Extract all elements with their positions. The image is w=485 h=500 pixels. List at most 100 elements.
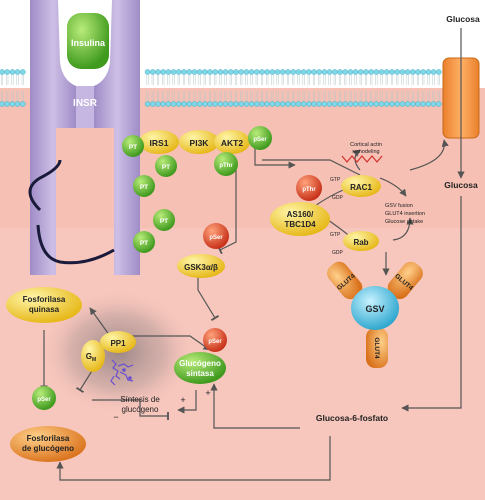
lipid-head: [425, 69, 432, 75]
lipid-tail: [281, 75, 284, 85]
lipid-tail: [162, 75, 165, 85]
gdp-label: GDP: [332, 195, 344, 201]
lipid-head: [285, 69, 291, 75]
lipid-head: [155, 69, 161, 75]
pt-label: PT: [162, 164, 170, 171]
pser-gs-node: [203, 328, 227, 352]
lipid-head: [201, 69, 208, 75]
lipid-head: [394, 101, 401, 107]
as160-label-line2: TBC1D4: [284, 220, 316, 229]
lipid-head: [404, 69, 411, 75]
lipid-head: [165, 69, 172, 75]
cell-membrane: [0, 69, 442, 107]
lipid-head: [222, 69, 229, 75]
pt-label: PT: [160, 218, 168, 225]
glucogeno-sintasa-label-line2: sintasa: [186, 369, 214, 378]
lipid-head: [196, 69, 203, 75]
lipid-tail: [370, 91, 373, 101]
lipid-tail: [281, 91, 284, 101]
lipid-tail: [292, 91, 295, 101]
lipid-head: [404, 101, 411, 107]
lipid-head: [311, 69, 317, 75]
lipid-head: [233, 101, 239, 107]
lipid-tail: [307, 91, 310, 101]
lipid-head: [233, 69, 239, 75]
insulin-receptor: INSR: [28, 0, 140, 275]
fosforilasa-quinasa-label-line1: Fosforilasa: [23, 295, 66, 304]
lipid-head: [238, 101, 244, 107]
lipid-tail: [427, 75, 430, 85]
lipid-head: [191, 69, 198, 75]
lipid-tail: [323, 91, 326, 101]
lipid-head: [290, 69, 297, 75]
pser-akt-node: [248, 126, 272, 150]
lipid-tail: [255, 91, 258, 101]
lipid-head: [368, 101, 375, 107]
lipid-tail: [375, 75, 378, 85]
lipid-tail: [234, 75, 238, 85]
lipid-head: [378, 101, 385, 107]
lipid-tail: [193, 75, 196, 85]
lipid-tail: [364, 91, 368, 101]
lipid-head: [363, 101, 369, 107]
lipid-tail: [328, 91, 331, 101]
lipid-head: [274, 101, 281, 107]
lipid-head: [9, 69, 16, 75]
lipid-head: [19, 101, 26, 107]
gtp-label: GTP: [330, 232, 341, 238]
lipid-tail: [406, 75, 409, 85]
lipid-tail: [172, 75, 175, 85]
lipid-tail: [240, 75, 243, 85]
lipid-tail: [151, 91, 154, 101]
gsk3-node: [177, 254, 225, 278]
irs1-node: [139, 130, 179, 154]
lipid-tail: [229, 91, 232, 101]
lipid-tail: [177, 75, 180, 85]
pthr-as160-label: pThr: [302, 187, 316, 193]
lipid-head: [295, 101, 302, 107]
glucose-uptake-label: Glucose uptake: [385, 219, 423, 225]
plus-sign: +: [180, 395, 185, 405]
signaling-nodes: IRS1 PI3K AKT2 PT PT PT PT PT pSer pThr …: [6, 126, 425, 462]
lipid-tail: [208, 75, 212, 85]
lipid-tail: [302, 75, 305, 85]
pp1-label: PP1: [110, 339, 126, 348]
fosforilasa-quinasa-label-line2: quinasa: [29, 305, 60, 314]
lipid-tail: [333, 91, 336, 101]
lipid-tail: [354, 91, 357, 101]
lipid-head: [217, 101, 224, 107]
pthr-akt-label: pThr: [219, 163, 233, 169]
lipid-tail: [6, 75, 9, 85]
lipid-tail: [297, 75, 300, 85]
lipid-tail: [177, 91, 180, 101]
lipid-tail: [11, 75, 14, 85]
lipid-head: [399, 69, 406, 75]
lipid-tail: [375, 91, 378, 101]
lipid-head: [144, 101, 151, 107]
rac1-label: RAC1: [350, 183, 372, 192]
fosforilasa-glucogeno-label-line1: Fosforilasa: [27, 434, 70, 443]
lipid-tail: [16, 91, 19, 101]
lipid-tail: [250, 91, 253, 101]
lipid-tail: [312, 75, 316, 85]
lipid-tail: [250, 75, 253, 85]
pser-akt-label: pSer: [253, 137, 267, 143]
lipid-head: [357, 101, 364, 107]
lipid-tail: [411, 75, 414, 85]
pser-gs-label: pSer: [208, 339, 222, 345]
pthr-as160-node: [296, 175, 322, 201]
lipid-tail: [380, 75, 383, 85]
gsk3-label: GSK3α/β: [184, 263, 218, 272]
lipid-head: [227, 69, 234, 75]
glut4-label: GLUT4: [373, 337, 380, 359]
pt-node: [122, 135, 144, 157]
lipid-tail: [188, 91, 191, 101]
lipid-tail: [21, 75, 24, 85]
lipid-tail: [286, 91, 290, 101]
fosforilasa-quinasa-node: [6, 287, 82, 323]
minus-sign: −: [113, 412, 118, 422]
gm-label: GM: [86, 352, 96, 363]
glucosa-extracellular-label: Glucosa: [446, 14, 480, 24]
lipid-tail: [266, 75, 269, 85]
